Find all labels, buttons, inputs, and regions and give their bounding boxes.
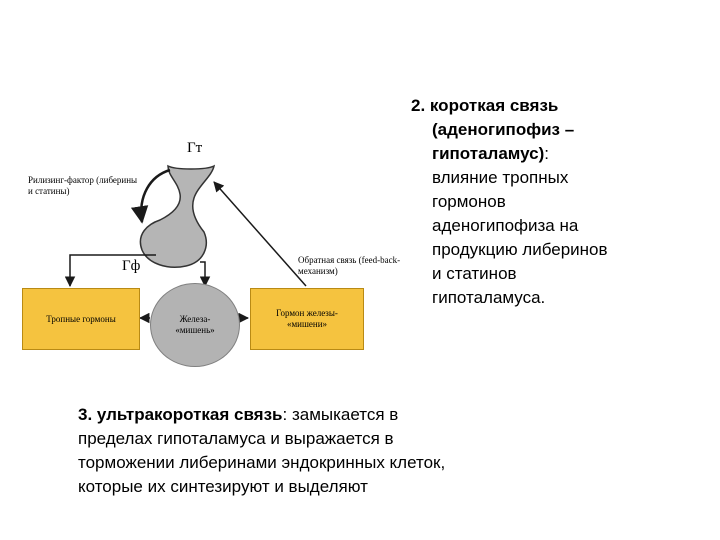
item2-line: влияние тропных [411, 166, 711, 190]
target-gland-text: Железа- «мишень» [165, 314, 225, 336]
item3-line: пределах гипоталамуса и выражается в [78, 427, 698, 451]
item2-line: аденогипофиза на [411, 214, 711, 238]
releasing-factor-arrow [141, 170, 170, 222]
tropic-hormones-text: Тропные гормоны [46, 314, 115, 325]
item2-line: продукцию либеринов [411, 238, 711, 262]
item3-line: которые их синтезируют и выделяют [78, 475, 698, 499]
feedback-arrow [214, 182, 306, 286]
hypothalamus-label: Гт [187, 140, 202, 157]
item2-bold-line2: (аденогипофиз – [411, 118, 711, 142]
target-gland-circle: Железа- «мишень» [150, 283, 240, 367]
tropic-hormones-box: Тропные гормоны [22, 288, 140, 350]
item2-bold-line3: гипоталамус): [411, 142, 711, 166]
feedback-label: Обратная связь (feed-back-механизм) [298, 255, 408, 277]
ultrashort-feedback-text: 3. ультракороткая связь: замыкается в пр… [78, 403, 698, 499]
item3-line1: 3. ультракороткая связь: замыкается в [78, 403, 698, 427]
tropic-hormone-line [70, 255, 156, 286]
releasing-factor-label: Рилизинг-фактор (либерины и статины) [28, 175, 138, 197]
short-feedback-text: 2. короткая связь (аденогипофиз – гипота… [411, 94, 711, 310]
target-hormone-text: Гормон железы- «мишени» [262, 308, 352, 330]
item3-line: торможении либеринами эндокринных клеток… [78, 451, 698, 475]
item2-line: и статинов [411, 262, 711, 286]
item2-title: 2. короткая связь [411, 96, 558, 115]
target-hormone-box: Гормон железы- «мишени» [250, 288, 364, 350]
item2-line: гормонов [411, 190, 711, 214]
pituitary-label: Гф [122, 258, 140, 275]
item2-line: гипоталамуса. [411, 286, 711, 310]
